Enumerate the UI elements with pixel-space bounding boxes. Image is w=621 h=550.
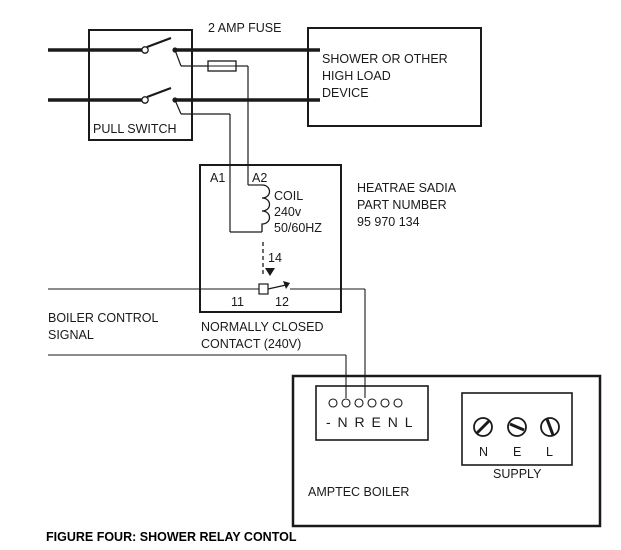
coil-label-line2: 240v [274,205,302,219]
boiler-terminal-labels: - N R E N L [326,414,414,430]
relay-box [199,164,342,313]
supply-n-label: N [479,445,488,459]
contact-12-label: 12 [275,295,289,309]
nc-label-line1: NORMALLY CLOSED [201,320,324,334]
supply-screw-icons [473,417,560,437]
pull-switch [88,29,193,141]
shower-device-box [307,27,482,127]
contact-14-label: 14 [268,251,282,265]
part-label-line2: PART NUMBER [357,198,447,212]
nc-label-line2: CONTACT (240V) [201,337,301,351]
device-label-line2: HIGH LOAD [322,69,391,83]
supply-label: SUPPLY [493,467,542,481]
device-label-line1: SHOWER OR OTHER [322,52,448,66]
boiler-terminal-strip [315,385,429,441]
relay-a1-label: A1 [210,171,225,185]
supply-e-label: E [513,445,521,459]
coil-label-line3: 50/60HZ [274,221,322,235]
boiler-box [291,374,602,528]
relay-contact [48,281,366,398]
boiler-signal-label-line1: BOILER CONTROL [48,311,158,325]
part-label-line1: HEATRAE SADIA [357,181,457,195]
contact-11-label: 11 [231,295,244,309]
fuse [174,49,249,165]
figure-caption: FIGURE FOUR: SHOWER RELAY CONTOL [46,530,297,544]
pull-switch-label: PULL SWITCH [93,122,177,136]
contact-arrow-icon [265,268,275,276]
device-label-line3: DEVICE [322,86,369,100]
coil-label-line1: COIL [274,189,303,203]
relay-coil [247,165,271,232]
supply-l-label: L [546,445,553,459]
part-label-line3: 95 970 134 [357,215,420,229]
supply-terminal-block [461,392,573,466]
fuse-label: 2 AMP FUSE [208,21,281,35]
relay-a2-label: A2 [252,171,267,185]
coil-neutral-wire [174,99,262,233]
boiler-signal-label-line2: SIGNAL [48,328,94,342]
boiler-terminal-screws [328,398,403,408]
boiler-label: AMPTEC BOILER [308,485,409,499]
